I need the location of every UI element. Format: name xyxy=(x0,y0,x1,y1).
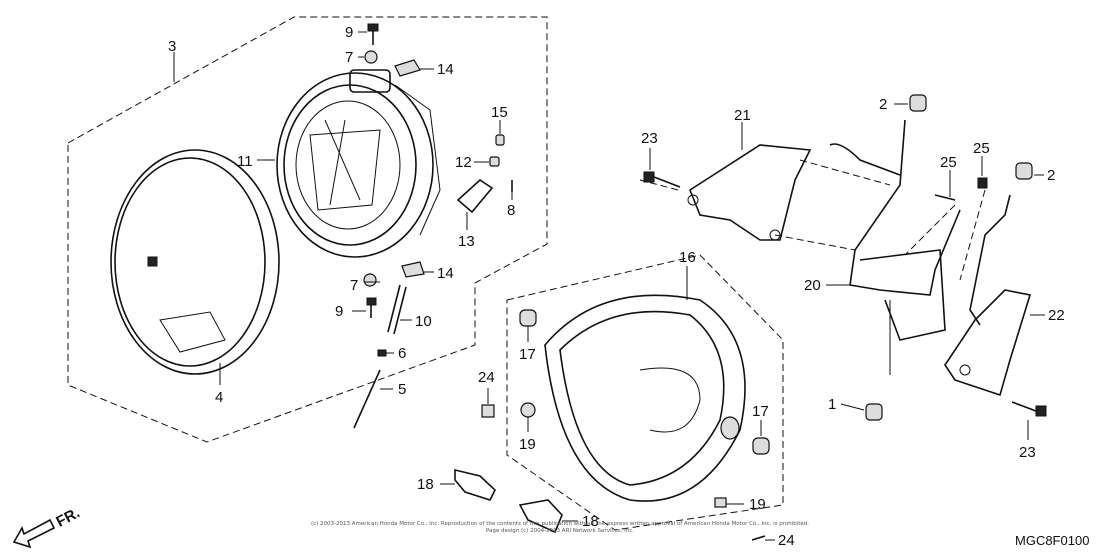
callout-7-bottom: 7 xyxy=(350,277,358,294)
callout-11: 11 xyxy=(237,153,253,170)
callout-25-left: 25 xyxy=(940,154,957,171)
callout-12: 12 xyxy=(455,154,472,171)
callout-13: 13 xyxy=(458,233,475,250)
callout-1: 1 xyxy=(828,396,836,413)
callout-17-right: 17 xyxy=(752,403,769,420)
callout-19-left: 19 xyxy=(519,436,536,453)
copyright-line-2: Page design (c) 2004-2013 ARI Network Se… xyxy=(485,528,635,534)
grommet-19-bottom xyxy=(714,497,727,508)
callout-5: 5 xyxy=(398,381,406,398)
clip-14-top xyxy=(394,59,421,77)
copyright-notice: (c) 2003-2013 American Honda Motor Co., … xyxy=(300,521,820,535)
collar-2-top xyxy=(909,94,927,112)
callout-23-right: 23 xyxy=(1019,444,1036,461)
cap-15 xyxy=(495,134,505,146)
callout-18-right: 18 xyxy=(582,513,599,530)
screw-24-bottom xyxy=(751,535,766,541)
copyright-line-1: (c) 2003-2013 American Honda Motor Co., … xyxy=(310,521,810,527)
callout-16: 16 xyxy=(679,249,696,266)
headlight-stay-frame xyxy=(829,119,961,375)
headlight-rim xyxy=(110,149,280,375)
callout-14-bottom: 14 xyxy=(437,265,454,282)
headlight-unit xyxy=(276,69,441,258)
adjuster-13 xyxy=(456,178,494,214)
cap-12 xyxy=(489,156,500,167)
headlight-assembly-group-outline xyxy=(67,16,548,443)
screw-24-left xyxy=(481,404,495,418)
callout-20: 20 xyxy=(804,277,821,294)
headlight-case-group-outline xyxy=(506,254,784,531)
callout-22: 22 xyxy=(1048,307,1065,324)
callout-21: 21 xyxy=(734,107,751,124)
callout-2-top: 2 xyxy=(879,96,887,113)
callout-14-top: 14 xyxy=(437,61,454,78)
callout-6: 6 xyxy=(398,345,406,362)
callout-10: 10 xyxy=(415,313,432,330)
band-18-right xyxy=(518,499,563,534)
headlight-case xyxy=(544,294,746,502)
grommet-17-top xyxy=(519,309,537,327)
callout-2-right: 2 xyxy=(1047,167,1055,184)
diagram-code: MGC8F0100 xyxy=(1015,533,1090,548)
callout-18-left: 18 xyxy=(417,476,434,493)
callout-4: 4 xyxy=(215,389,223,406)
callout-19-right: 19 xyxy=(749,496,766,513)
callout-numbers: 3 9 7 14 15 12 11 8 13 7 14 9 10 6 5 4 1… xyxy=(168,24,1065,549)
bolt-23-left xyxy=(643,171,681,188)
washer-7-bottom xyxy=(363,273,377,287)
callout-17-left: 17 xyxy=(519,346,536,363)
bolt-9-top xyxy=(367,23,379,45)
headlight-bracket-right xyxy=(687,144,812,241)
callout-9-bottom: 9 xyxy=(335,303,343,320)
callout-24-bottom: 24 xyxy=(778,532,795,549)
headlight-bracket-left xyxy=(944,194,1032,397)
spring-10 xyxy=(387,284,407,335)
callout-25-right: 25 xyxy=(973,140,990,157)
callout-3: 3 xyxy=(168,38,176,55)
front-direction-arrow-icon xyxy=(12,518,56,549)
bolt-25-left xyxy=(934,194,956,201)
leader-lines xyxy=(173,31,1045,541)
callout-15: 15 xyxy=(491,104,508,121)
grommet-17-right xyxy=(752,437,770,455)
callout-24-left: 24 xyxy=(478,369,495,386)
callout-23-left: 23 xyxy=(641,130,658,147)
band-18-left xyxy=(454,468,496,501)
callout-9-top: 9 xyxy=(345,24,353,41)
clip-14-bottom xyxy=(401,261,425,278)
callout-8: 8 xyxy=(507,202,515,219)
nut-25-right xyxy=(977,177,988,189)
grommet-19-left xyxy=(520,402,536,418)
adjusting-screw-5 xyxy=(353,369,381,429)
nut-6 xyxy=(377,349,387,357)
collar-1 xyxy=(865,403,883,421)
bolt-23-right xyxy=(1011,401,1047,417)
bolt-9-bottom xyxy=(366,297,377,318)
collar-2-right xyxy=(1015,162,1033,180)
washer-7-top xyxy=(364,50,378,64)
callout-7-top: 7 xyxy=(345,49,353,66)
